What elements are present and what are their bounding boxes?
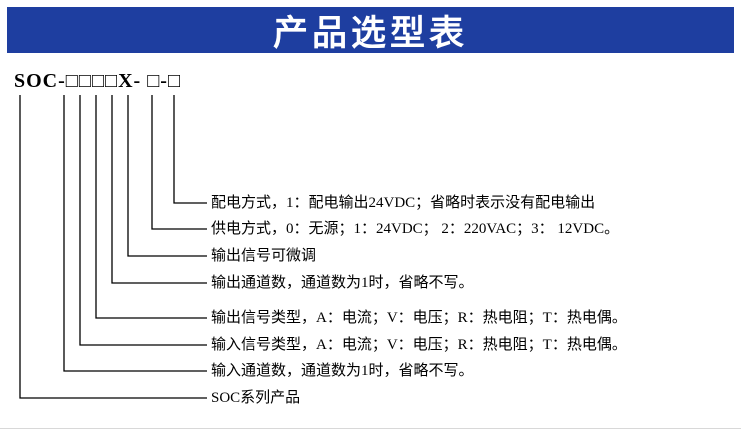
power-distribution-label: 配电方式，1：配电输出24VDC；省略时表示没有配电输出	[211, 195, 596, 211]
connector-line	[79, 95, 207, 346]
model-code: SOC-□□□□X- □-□	[14, 70, 182, 92]
connector-line	[95, 95, 207, 319]
supply-mode-label: 供电方式，0：无源；1：24VDC； 2：220VAC；3： 12VDC。	[211, 221, 620, 237]
output-trim-label: 输出信号可微调	[211, 248, 317, 264]
soc-series-label: SOC系列产品	[211, 390, 301, 406]
connector-line	[19, 95, 207, 399]
page-title: 产品选型表	[272, 13, 468, 53]
input-channels-label: 输入通道数，通道数为1时，省略不写。	[211, 363, 474, 379]
connector-line	[63, 95, 207, 372]
connector-line	[151, 95, 207, 230]
connector-line	[173, 95, 207, 204]
output-signal-type-label: 输出信号类型，A：电流；V：电压；R：热电阻；T：热电偶。	[211, 310, 627, 326]
page-header: 产品选型表	[7, 7, 734, 53]
output-channels-label: 输出通道数，通道数为1时，省略不写。	[211, 275, 474, 291]
input-signal-type-label: 输入信号类型，A：电流；V：电压；R：热电阻；T：热电偶。	[211, 337, 627, 353]
connector-line	[111, 95, 207, 284]
connector-line	[127, 95, 207, 257]
